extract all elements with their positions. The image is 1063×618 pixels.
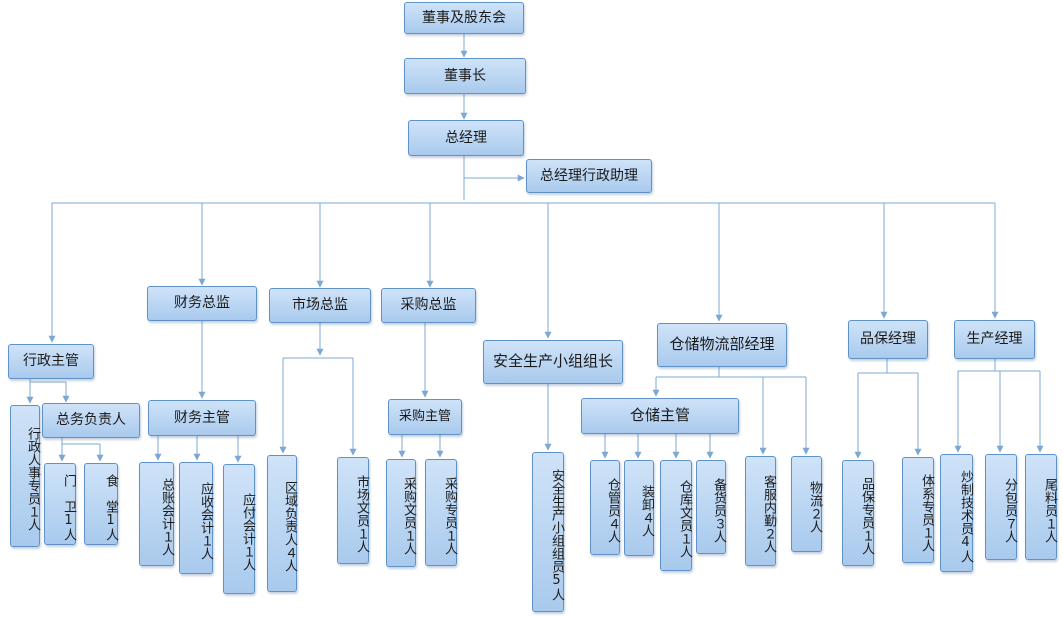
warehouse-keeper-label: 仓管员４人	[605, 478, 620, 543]
general-affairs-box[interactable]: 总务负责人	[42, 403, 140, 438]
packer-label: 分包员７人	[1002, 477, 1017, 543]
warehouse-supervisor-box[interactable]: 仓储主管	[581, 398, 739, 434]
stock-prep-box[interactable]: 备货员３人	[696, 460, 726, 554]
production-manager-box[interactable]: 生产经理	[954, 320, 1035, 359]
safety-leader-label: 安全生产小组组长	[492, 352, 613, 371]
warehouse-clerk-box[interactable]: 仓库文员１人	[660, 460, 692, 571]
qa-specialist-label: 品保专员１人	[859, 477, 874, 555]
purchasing-director-label: 采购总监	[400, 297, 457, 314]
purchasing-specialist-box[interactable]: 采购专员１人	[425, 459, 457, 566]
process-tech-label: 炒制技术员4人	[958, 469, 973, 563]
marketing-director-label: 市场总监	[292, 297, 348, 314]
receivable-label: 应收会计１人	[198, 482, 213, 560]
chairman-label: 董事长	[444, 67, 486, 84]
hr-specialist-box[interactable]: 行政人事专员１人	[10, 405, 40, 547]
general-affairs-label: 总务负责人	[56, 412, 126, 429]
purchasing-clerk-box[interactable]: 采购文员１人	[386, 459, 416, 567]
loading-box[interactable]: 装卸４人	[624, 460, 654, 556]
qa-manager-box[interactable]: 品保经理	[848, 320, 928, 359]
board-box[interactable]: 董事及股东会	[404, 2, 524, 34]
logistics-box[interactable]: 物流２人	[791, 456, 822, 552]
purchasing-director-box[interactable]: 采购总监	[381, 288, 476, 323]
regional-manager-box[interactable]: 区域负责人４人	[267, 455, 297, 592]
finance-director-label: 财务总监	[174, 295, 230, 312]
system-specialist-box[interactable]: 体系专员１人	[902, 457, 934, 563]
gm-box[interactable]: 总经理	[408, 120, 524, 156]
finance-supervisor-box[interactable]: 财务主管	[148, 400, 256, 436]
production-manager-label: 生产经理	[966, 331, 1023, 348]
logistics-label: 物流２人	[807, 481, 822, 533]
admin-supervisor-label: 行政主管	[23, 353, 79, 370]
admin-supervisor-box[interactable]: 行政主管	[8, 344, 94, 379]
customer-service-label: 客服内勤２人	[761, 475, 776, 553]
safety-members-label: 安全生产小组组员5人	[549, 469, 564, 601]
chairman-box[interactable]: 董事长	[404, 58, 526, 94]
gate-guard-label: 门 卫1人	[61, 473, 76, 541]
qa-specialist-box[interactable]: 品保专员１人	[842, 460, 874, 566]
process-tech-box[interactable]: 炒制技术员4人	[940, 454, 973, 572]
canteen-label: 食 堂1人	[103, 473, 118, 541]
purchasing-supervisor-box[interactable]: 采购主管	[388, 399, 462, 435]
warehouse-supervisor-label: 仓储主管	[629, 406, 690, 425]
scrap-clerk-label: 尾料员１人	[1042, 477, 1057, 543]
gate-guard-box[interactable]: 门 卫1人	[44, 463, 76, 545]
general-ledger-label: 总账会计１人	[159, 478, 174, 556]
scrap-clerk-box[interactable]: 尾料员１人	[1025, 454, 1057, 560]
hr-specialist-label: 行政人事专员１人	[25, 427, 40, 531]
finance-supervisor-label: 财务主管	[174, 409, 230, 426]
gm-label: 总经理	[445, 129, 487, 146]
regional-manager-label: 区域负责人４人	[282, 481, 297, 572]
canteen-box[interactable]: 食 堂1人	[84, 463, 118, 545]
stock-prep-label: 备货员３人	[711, 477, 726, 543]
safety-members-box[interactable]: 安全生产小组组员5人	[532, 452, 564, 612]
warehouse-manager-label: 仓储物流部经理	[669, 335, 775, 354]
warehouse-keeper-box[interactable]: 仓管员４人	[590, 460, 620, 555]
warehouse-clerk-label: 仓库文员１人	[677, 479, 692, 558]
payable-box[interactable]: 应付会计１人	[223, 464, 255, 594]
purchasing-clerk-label: 采购文员１人	[401, 477, 416, 555]
payable-label: 应付会计１人	[240, 493, 255, 571]
safety-leader-box[interactable]: 安全生产小组组长	[483, 340, 623, 384]
purchasing-supervisor-label: 采购主管	[398, 408, 451, 424]
gm-assistant-box[interactable]: 总经理行政助理	[526, 159, 652, 193]
customer-service-box[interactable]: 客服内勤２人	[745, 456, 776, 566]
qa-manager-label: 品保经理	[860, 331, 916, 348]
marketing-director-box[interactable]: 市场总监	[269, 288, 371, 323]
finance-director-box[interactable]: 财务总监	[147, 286, 257, 321]
receivable-box[interactable]: 应收会计１人	[179, 462, 213, 574]
board-label: 董事及股东会	[422, 9, 506, 26]
warehouse-manager-box[interactable]: 仓储物流部经理	[657, 323, 787, 367]
packer-box[interactable]: 分包员７人	[985, 454, 1017, 560]
gm-assistant-label: 总经理行政助理	[540, 167, 638, 184]
loading-label: 装卸４人	[639, 485, 654, 537]
marketing-clerk-box[interactable]: 市场文员１人	[337, 457, 369, 564]
purchasing-specialist-label: 采购专员１人	[442, 476, 457, 555]
system-specialist-label: 体系专员１人	[919, 474, 934, 552]
marketing-clerk-label: 市场文员１人	[354, 474, 369, 553]
general-ledger-box[interactable]: 总账会计１人	[139, 462, 174, 566]
